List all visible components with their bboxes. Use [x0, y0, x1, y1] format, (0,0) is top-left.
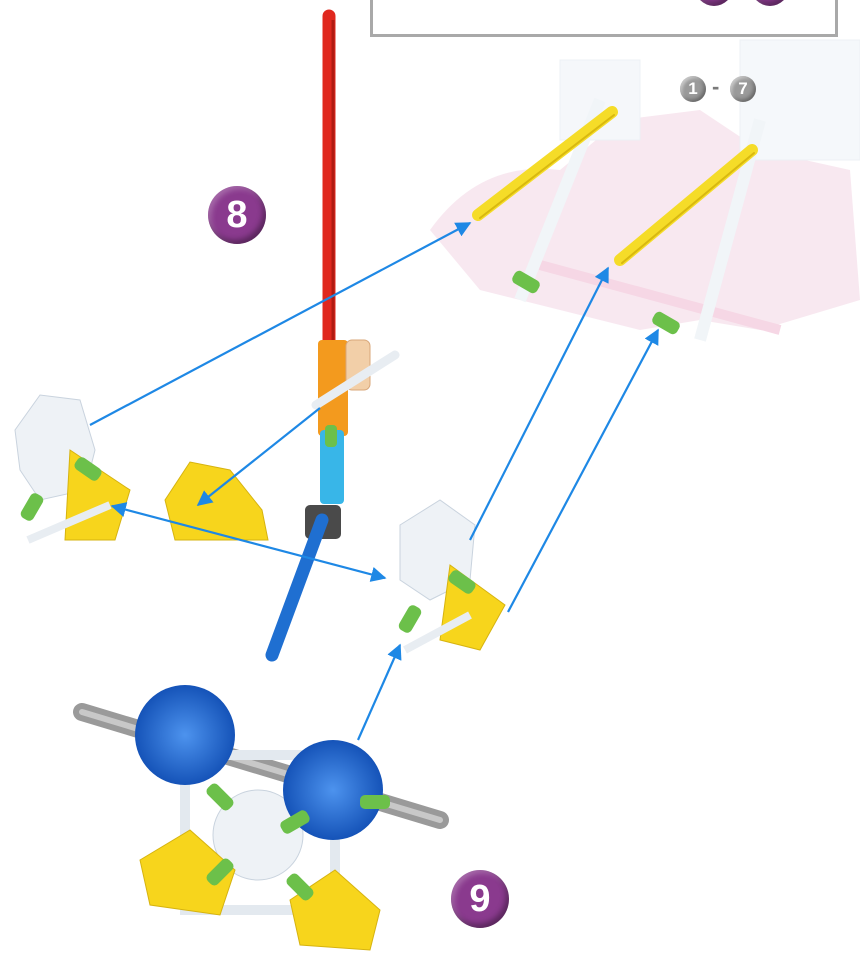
center-yellow-connector	[165, 462, 268, 540]
range-end-badge: 7	[730, 76, 756, 102]
faded-previous-model	[430, 40, 860, 340]
range-start-badge: 1	[680, 76, 706, 102]
range-separator: -	[712, 74, 719, 100]
step-9-badge: 9	[451, 870, 509, 928]
arrow-to-right-yellow-rod	[470, 268, 608, 540]
left-connector-cluster	[15, 395, 130, 540]
arrow-gear-to-connector	[358, 645, 400, 740]
right-connector-cluster	[397, 500, 505, 650]
arrow-to-top-yellow-rod	[90, 223, 470, 425]
bottom-gear-assembly	[82, 685, 440, 950]
center-lever-assembly	[272, 16, 395, 655]
arrow-to-right-green-clip	[508, 330, 658, 612]
previous-steps-range: 1 - 7	[674, 72, 784, 106]
step-8-badge: 8	[208, 186, 266, 244]
arrow-to-center-connector	[198, 408, 320, 505]
